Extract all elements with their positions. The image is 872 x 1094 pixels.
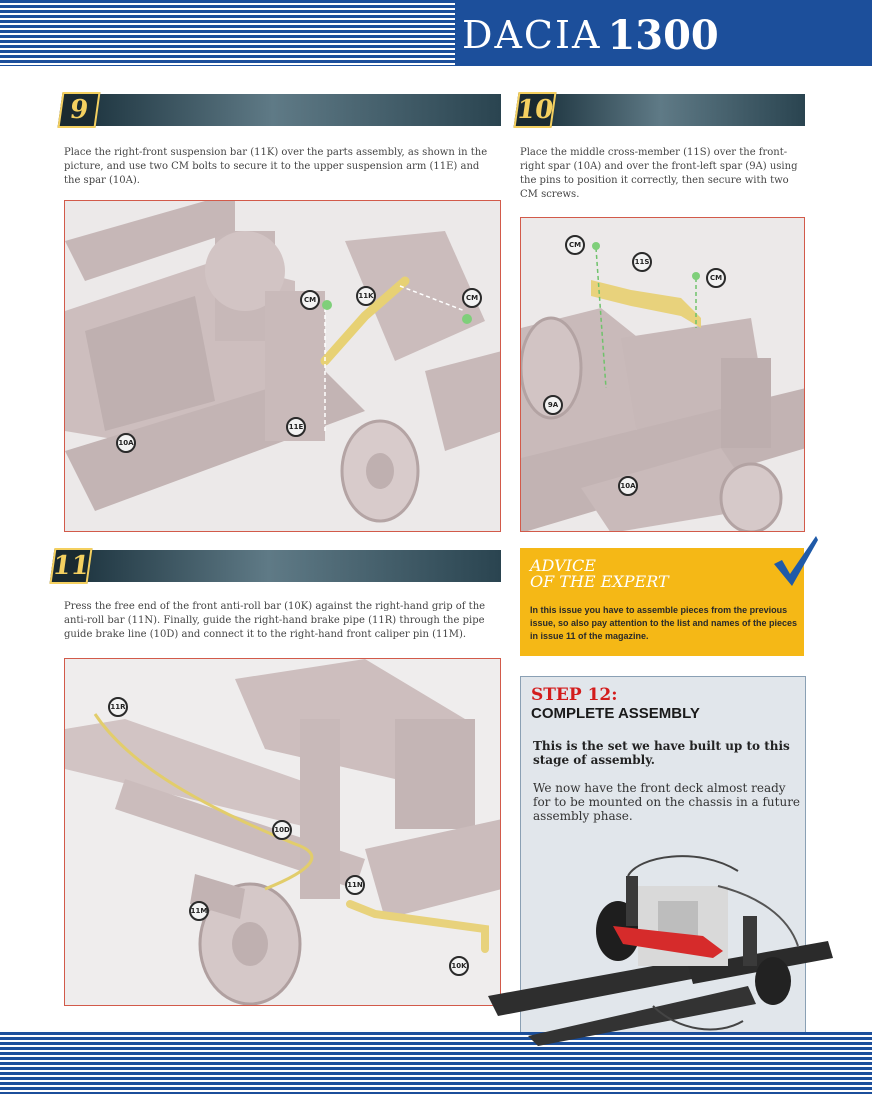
callout-cm: CM (462, 288, 482, 308)
step-12-title: COMPLETE ASSEMBLY (531, 705, 700, 722)
step-9-header: 9 (57, 92, 501, 128)
step-11-text: Press the free end of the front anti-rol… (64, 601, 486, 640)
callout-11r: 11R (108, 697, 128, 717)
footer-band (0, 1032, 872, 1094)
callout-11e: 11E (286, 417, 306, 437)
callout-10k: 10K (449, 956, 469, 976)
step-10-number: 10 (513, 92, 557, 128)
step-10-text: Place the middle cross-member (11S) over… (520, 147, 798, 200)
step-10-header: 10 (513, 92, 805, 128)
callout-10a: 10A (116, 433, 136, 453)
header-band: DACIA 1300 (0, 0, 872, 66)
step-9-text: Place the right-front suspension bar (11… (64, 147, 488, 186)
step-11-number: 11 (49, 548, 93, 584)
advice-title-line2: OF THE EXPERT (530, 572, 669, 591)
callout-11m: 11M (189, 901, 209, 921)
step-11-header: 11 (49, 548, 501, 584)
callout-cm: CM (300, 290, 320, 310)
step-9-figure: CM 11K CM 11E 10A (64, 200, 501, 532)
callout-cm: CM (706, 268, 726, 288)
callout-11n: 11N (345, 875, 365, 895)
step-12-label: STEP 12: (531, 685, 618, 705)
callout-11k: 11K (356, 286, 376, 306)
step-12-lead: This is the set we have built up to this… (533, 739, 790, 767)
callout-10a: 10A (618, 476, 638, 496)
callout-11s: 11S (632, 252, 652, 272)
advice-box: ADVICE OF THE EXPERT In this issue you h… (520, 548, 804, 656)
chassis-assembly-image (488, 855, 833, 1046)
advice-title-line1: ADVICE (530, 556, 596, 575)
advice-text: In this issue you have to assemble piece… (530, 605, 798, 641)
step-12-body: We now have the front deck almost ready … (533, 781, 801, 823)
brand-number: 1300 (607, 11, 719, 59)
callout-9a: 9A (543, 395, 563, 415)
checkmark-icon (774, 536, 818, 586)
step-11-bar (78, 550, 501, 582)
step-11-figure: 11R 10D 11N 11M 10K (64, 658, 501, 1006)
step-10-figure: CM 11S CM 9A 10A (520, 217, 805, 532)
step-10-bar (542, 94, 805, 126)
advice-title: ADVICE OF THE EXPERT (530, 558, 669, 590)
step-9-bar (86, 94, 501, 126)
step-9-illustration (65, 201, 500, 531)
brand-word: DACIA (462, 13, 602, 57)
brand-logo: DACIA 1300 (462, 11, 719, 59)
step-12-panel: STEP 12: COMPLETE ASSEMBLY This is the s… (520, 676, 806, 1094)
header-stripes (0, 0, 455, 66)
step-9-number: 9 (57, 92, 101, 128)
step-10-illustration (521, 218, 804, 531)
callout-cm: CM (565, 235, 585, 255)
callout-10d: 10D (272, 820, 292, 840)
